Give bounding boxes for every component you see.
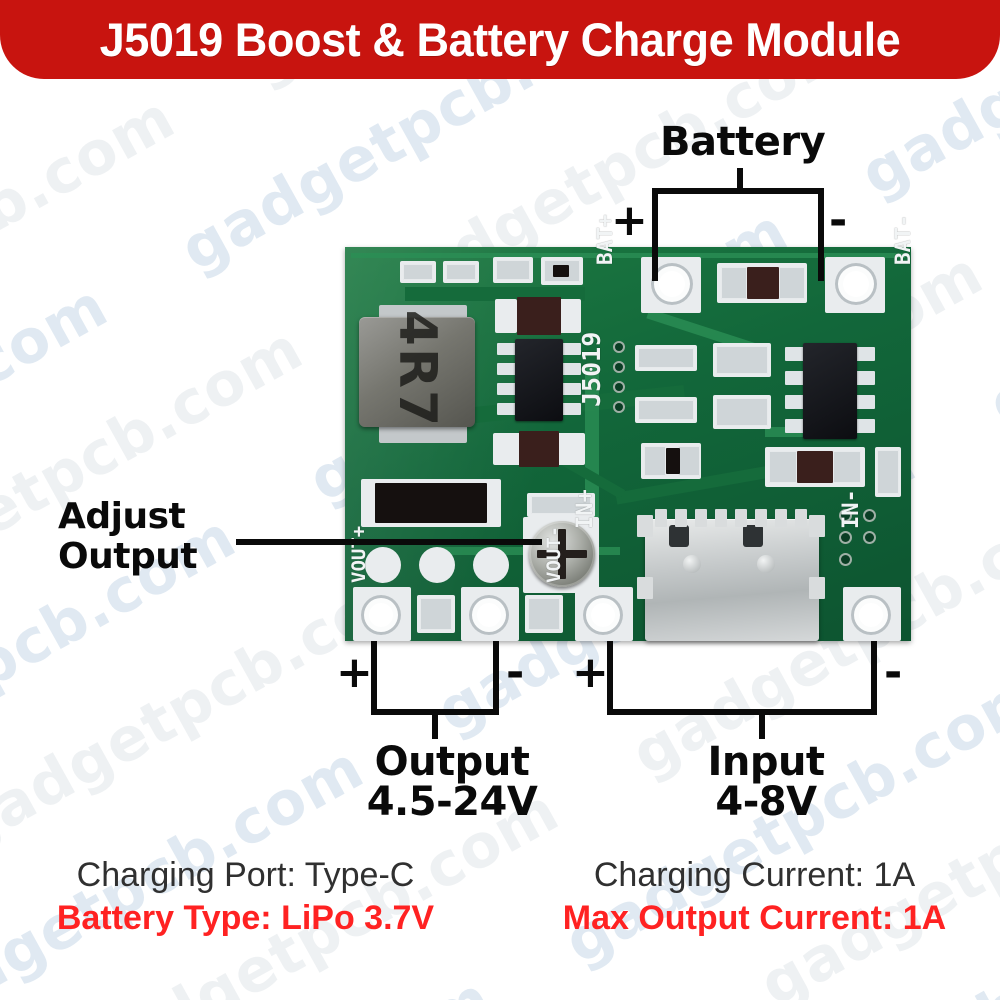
watermark-text: gadgetpcb.com: [0, 82, 187, 404]
specs-block: Charging Port: Type-C Charging Current: …: [0, 856, 1000, 938]
output-bracket-stem: [432, 709, 438, 739]
spec-charging-port: Charging Port: Type-C: [76, 856, 415, 894]
pcb-board: 4R7: [345, 214, 915, 641]
input-line-1: Input: [707, 739, 825, 785]
input-bracket-right: [871, 641, 877, 714]
input-line-2: 4-8V: [715, 779, 817, 825]
output-bracket-right: [493, 641, 499, 714]
spec-charging-current: Charging Current: 1A: [593, 856, 916, 894]
usb-c-connector[interactable]: [645, 519, 819, 641]
schottky-diode: [375, 483, 487, 523]
output-plus-sign: +: [336, 647, 373, 698]
silkscreen-vout-plus: VOUT+: [348, 525, 370, 583]
silkscreen-in-minus: IN-: [839, 489, 864, 529]
battery-bracket-left: [652, 188, 658, 281]
adjust-line-1: Adjust: [58, 496, 186, 537]
spec-row-1: Charging Port: Type-C Charging Current: …: [0, 856, 1000, 899]
boost-controller-ic: [515, 339, 563, 421]
header-banner: J5019 Boost & Battery Charge Module: [0, 0, 1000, 79]
battery-minus-sign: -: [829, 195, 848, 246]
output-callout-label: Output 4.5-24V: [352, 742, 552, 822]
spec-battery-type: Battery Type: LiPo 3.7V: [56, 899, 435, 937]
output-minus-sign: -: [506, 647, 525, 698]
input-bracket-bar: [607, 709, 877, 715]
inductor-marking: 4R7: [387, 309, 447, 429]
battery-bracket-right: [818, 188, 824, 281]
input-plus-sign: +: [572, 647, 609, 698]
watermark-text: gadgetpcb.com: [0, 313, 315, 635]
output-line-2: 4.5-24V: [366, 779, 538, 825]
adjust-leader-line: [236, 539, 542, 545]
silkscreen-bat-minus: BAT-: [891, 214, 915, 265]
battery-callout-label: Battery: [660, 119, 826, 165]
watermark-text: gadgetpcb.com: [977, 120, 1000, 442]
spec-max-output-current: Max Output Current: 1A: [562, 899, 947, 937]
input-bracket-left: [607, 641, 613, 714]
spec-row-2: Battery Type: LiPo 3.7V Max Output Curre…: [0, 899, 1000, 938]
output-bracket-left: [371, 641, 377, 714]
charger-ic: [803, 343, 857, 439]
battery-plus-sign: +: [611, 195, 648, 246]
silkscreen-in-plus: IN+: [573, 489, 598, 529]
output-line-1: Output: [374, 739, 530, 785]
watermark-text: gadgetpcb.com: [1, 963, 503, 1000]
input-minus-sign: -: [884, 647, 903, 698]
page-title: J5019 Boost & Battery Charge Module: [99, 13, 901, 66]
silkscreen-part-number: J5019: [577, 331, 606, 407]
battery-bracket-stem: [737, 168, 743, 194]
adjust-potentiometer[interactable]: [529, 521, 595, 587]
silkscreen-vout-minus: VOUT-: [543, 525, 565, 583]
input-bracket-stem: [759, 709, 765, 739]
adjust-output-callout-label: Adjust Output: [58, 496, 198, 577]
power-inductor: 4R7: [359, 310, 475, 428]
battery-bracket-bar: [652, 188, 824, 194]
input-callout-label: Input 4-8V: [676, 742, 856, 822]
adjust-line-2: Output: [58, 536, 198, 577]
